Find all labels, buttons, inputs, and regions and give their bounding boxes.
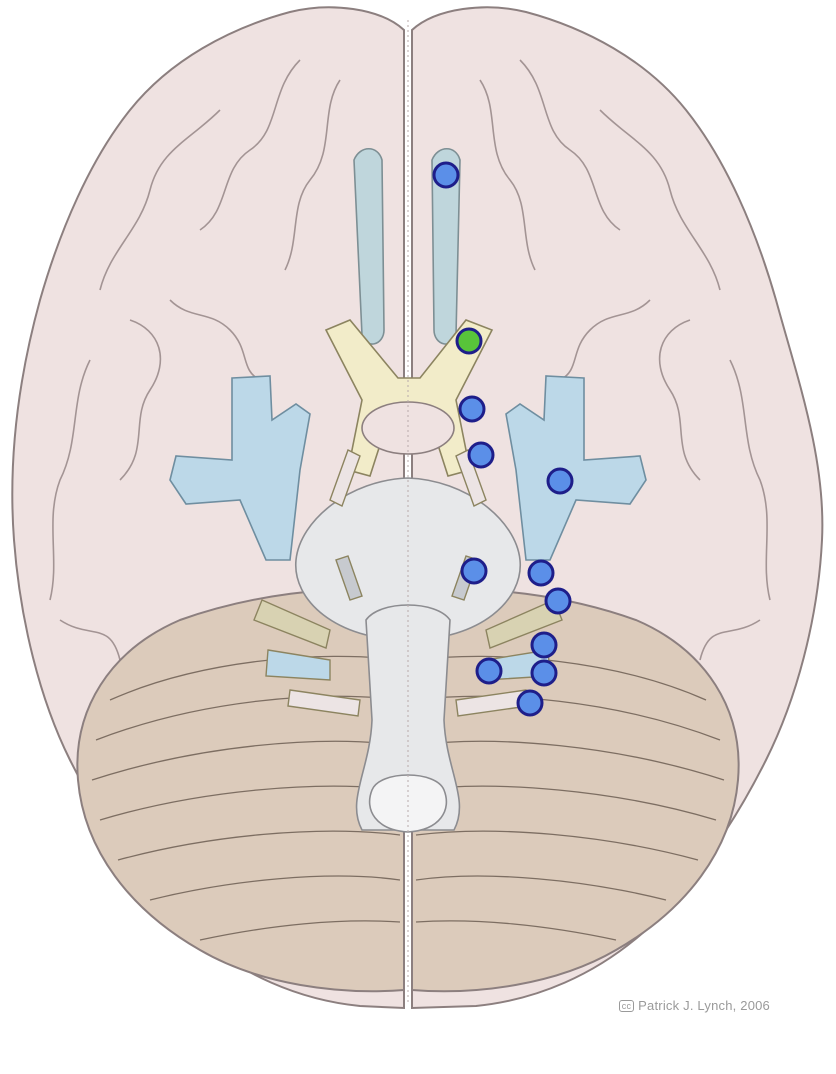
marker-6-dot[interactable]: [460, 557, 488, 585]
medulla: [355, 604, 461, 831]
credit-text: Patrick J. Lynch, 2006: [638, 998, 770, 1013]
marker-11[interactable]: [530, 659, 558, 687]
left-vessel-group: [169, 375, 311, 561]
marker-10-dot[interactable]: [475, 657, 503, 685]
marker-1-dot[interactable]: [432, 161, 460, 189]
marker-1[interactable]: [432, 161, 460, 189]
marker-7[interactable]: [527, 559, 555, 587]
marker-2-dot[interactable]: [455, 327, 483, 355]
marker-9-dot[interactable]: [530, 631, 558, 659]
left-cerebellar-hemisphere: [76, 587, 405, 993]
marker-12[interactable]: [516, 689, 544, 717]
marker-12-dot[interactable]: [516, 689, 544, 717]
marker-9[interactable]: [530, 631, 558, 659]
marker-8-dot[interactable]: [544, 587, 572, 615]
marker-layer: [432, 161, 574, 717]
marker-2[interactable]: [455, 327, 483, 355]
marker-6[interactable]: [460, 557, 488, 585]
spinal-cord-section: [368, 774, 448, 833]
cerebral-sulci: [49, 59, 771, 661]
marker-5-dot[interactable]: [546, 467, 574, 495]
marker-10[interactable]: [475, 657, 503, 685]
marker-3[interactable]: [458, 395, 486, 423]
cerebellar-folia: [91, 655, 725, 941]
marker-7-dot[interactable]: [527, 559, 555, 587]
marker-4[interactable]: [467, 441, 495, 469]
marker-5[interactable]: [546, 467, 574, 495]
marker-4-dot[interactable]: [467, 441, 495, 469]
marker-8[interactable]: [544, 587, 572, 615]
cc-badge: cc: [618, 1000, 635, 1012]
marker-11-dot[interactable]: [530, 659, 558, 687]
marker-3-dot[interactable]: [458, 395, 486, 423]
